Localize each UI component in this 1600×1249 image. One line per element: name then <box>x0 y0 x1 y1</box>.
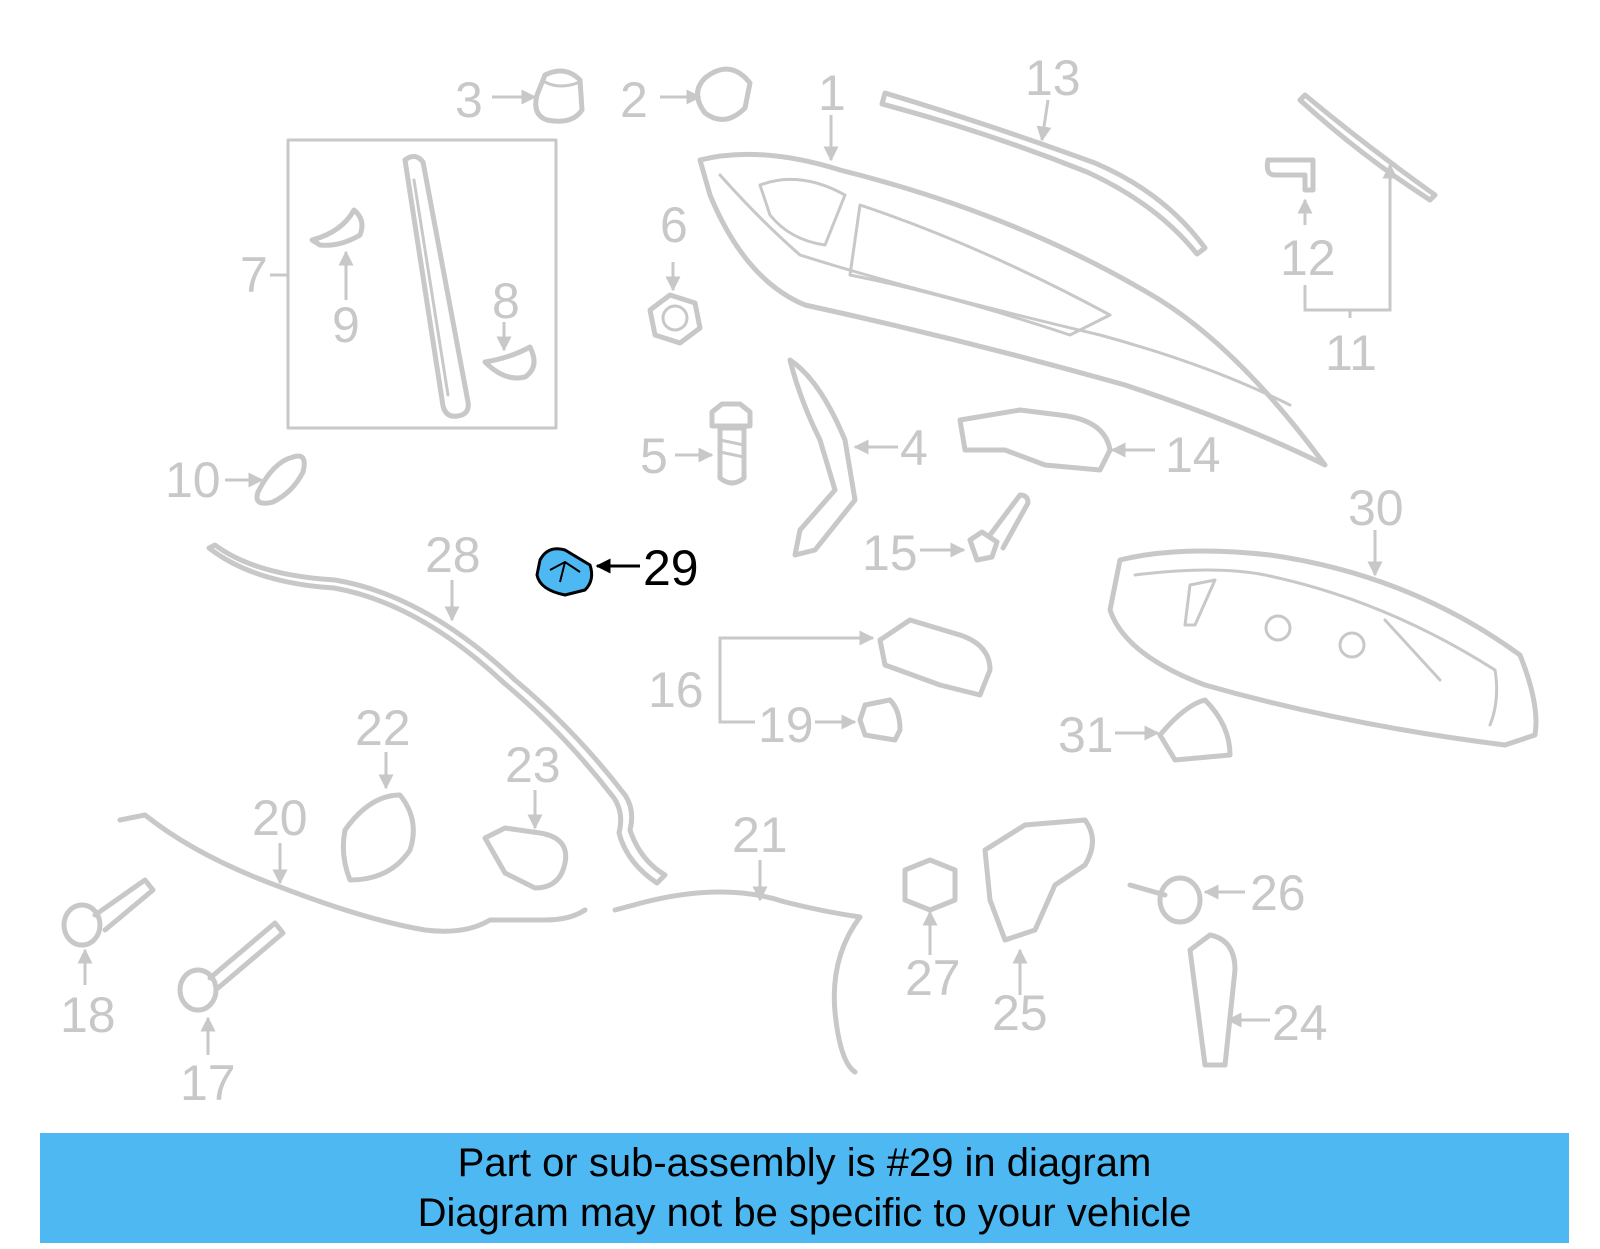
part-5-bolt <box>675 401 753 486</box>
callout-13: 13 <box>1025 50 1081 106</box>
callout-20: 20 <box>252 790 308 846</box>
part-15-bolt <box>920 492 1031 563</box>
part-20-cable <box>117 812 588 934</box>
part-1-hood <box>697 115 1328 468</box>
callout-31: 31 <box>1058 707 1114 763</box>
callout-4: 4 <box>900 420 928 476</box>
part-25-bracket <box>982 817 1095 995</box>
part-3-bumper <box>492 68 585 124</box>
callout-16: 16 <box>648 662 704 718</box>
callout-23: 23 <box>505 737 561 793</box>
callout-28: 28 <box>425 527 481 583</box>
part-30-insulator <box>1107 530 1539 748</box>
callout-22: 22 <box>355 700 411 756</box>
part-11-12-seal <box>1264 92 1438 318</box>
callout-26: 26 <box>1250 865 1306 921</box>
callout-17: 17 <box>180 1055 236 1111</box>
part-26-pin <box>1127 875 1245 925</box>
part-7-strut-assembly <box>270 138 558 430</box>
callout-21: 21 <box>732 807 788 863</box>
callout-2: 2 <box>620 72 648 128</box>
callout-7: 7 <box>240 247 268 303</box>
parts-diagram: 1 2 3 4 5 6 7 8 9 10 11 12 13 14 15 16 1… <box>60 50 1539 1111</box>
callout-19: 19 <box>758 697 814 753</box>
part-6-nut <box>647 262 703 346</box>
banner-line-1: Part or sub-assembly is #29 in diagram <box>457 1141 1152 1185</box>
part-28-prop-rod <box>206 542 668 886</box>
callout-8: 8 <box>492 273 520 329</box>
callout-14: 14 <box>1165 427 1221 483</box>
callout-25: 25 <box>992 985 1048 1041</box>
callout-11: 11 <box>1325 325 1377 381</box>
part-31-pad <box>1115 697 1233 763</box>
part-2-bumper <box>660 66 753 122</box>
callout-labels: 1 2 3 4 5 6 7 8 9 10 11 12 13 14 15 16 1… <box>60 50 1404 1111</box>
callout-27: 27 <box>905 950 961 1006</box>
callout-18: 18 <box>60 987 116 1043</box>
part-23-grommet <box>482 790 569 891</box>
part-21-cable <box>612 860 863 1075</box>
callout-5: 5 <box>640 428 668 484</box>
part-22-cover <box>340 752 416 883</box>
callout-30: 30 <box>1348 480 1404 536</box>
callout-1: 1 <box>818 65 846 121</box>
part-18-screw <box>61 877 156 985</box>
callout-29: 29 <box>643 540 699 596</box>
info-banner: Part or sub-assembly is #29 in diagram D… <box>40 1133 1569 1243</box>
part-29-highlighted[interactable] <box>535 547 640 597</box>
part-24-bracket <box>1187 932 1270 1068</box>
callout-3: 3 <box>455 72 483 128</box>
part-10-clip <box>225 453 307 506</box>
part-16-19-latch <box>718 617 993 743</box>
banner-line-2: Diagram may not be specific to your vehi… <box>417 1191 1192 1235</box>
callout-9: 9 <box>332 297 360 353</box>
part-4-hinge <box>787 357 898 558</box>
callout-6: 6 <box>660 197 688 253</box>
part-27-clip <box>902 857 958 955</box>
callout-24: 24 <box>1272 995 1328 1051</box>
callout-12: 12 <box>1280 230 1336 286</box>
callout-10: 10 <box>165 452 221 508</box>
part-17-bolt <box>177 920 286 1055</box>
part-13-seal <box>879 90 1208 257</box>
callout-15: 15 <box>862 525 918 581</box>
part-14-latch <box>957 407 1155 473</box>
